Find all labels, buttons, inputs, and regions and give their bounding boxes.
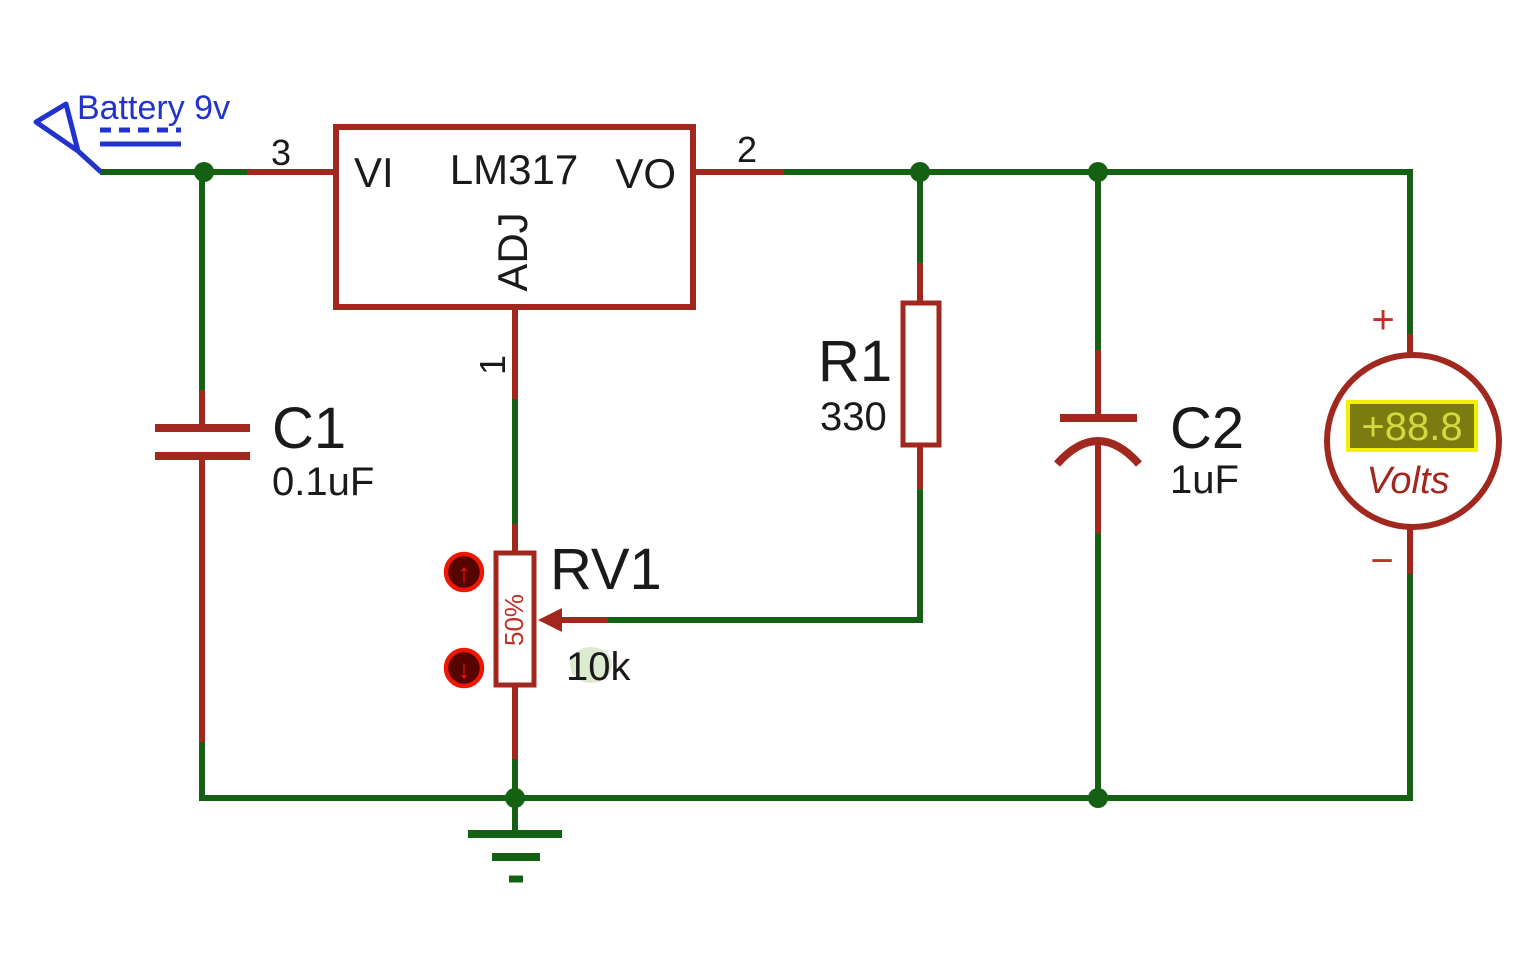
voltmeter-display — [1346, 400, 1478, 452]
c1-value-label: 0.1uF — [272, 460, 374, 504]
capacitor-c2: C2 1uF — [1054, 350, 1244, 533]
c2-plate-curved — [1054, 437, 1142, 467]
voltmeter: +88.8 Volts + − — [1324, 298, 1502, 583]
battery-terminal-arrow — [33, 101, 103, 174]
rv1-increase-button[interactable]: ↑ — [443, 551, 485, 593]
rv1-ref-label: RV1 — [550, 537, 662, 602]
lm317-body — [333, 124, 696, 310]
wire-r1-to-wiper — [605, 486, 923, 623]
rv1-decrease-button[interactable]: ↓ — [443, 647, 485, 689]
pin-label-adj: ADJ — [489, 212, 536, 291]
junction-dot — [910, 162, 930, 182]
rv1-body — [493, 550, 537, 688]
junction-dot — [194, 162, 214, 182]
net-ground — [199, 530, 1413, 801]
junction-dot — [1088, 162, 1108, 182]
down-arrow-icon[interactable]: ↓ — [458, 654, 471, 684]
voltmeter-minus-label: − — [1370, 539, 1393, 583]
rv1-decrease-button-ring[interactable] — [443, 647, 485, 689]
wire-top-right — [782, 169, 1413, 337]
wire-bottom-rail — [199, 572, 1413, 801]
voltmeter-unit-label: Volts — [1366, 460, 1449, 502]
pin-label-vo: VO — [615, 150, 676, 197]
voltmeter-plus-label: + — [1371, 298, 1394, 342]
pin-number-1: 1 — [472, 355, 513, 375]
junction-dot — [505, 788, 525, 808]
c2-ref-label: C2 — [1170, 396, 1244, 461]
pin-number-3: 3 — [271, 132, 291, 173]
resistor-r1: R1 330 — [818, 263, 942, 489]
net-output — [782, 169, 1413, 353]
voltmeter-reading: +88.8 — [1361, 405, 1462, 449]
junction-dots — [194, 162, 1108, 808]
rv1-value-label: 10k — [566, 645, 631, 689]
c1-ref-label: C1 — [272, 396, 346, 461]
rv1-value-highlight — [570, 647, 612, 683]
pin-label-vi: VI — [354, 149, 394, 196]
capacitor-c1: C1 0.1uF — [155, 390, 374, 742]
battery-symbol: Battery 9v — [33, 89, 230, 174]
potentiometer-rv1: 50% ↑ ↓ RV1 10k — [443, 524, 662, 759]
rv1-increase-button-ring[interactable] — [443, 551, 485, 593]
battery-label: Battery 9v — [77, 89, 230, 127]
rv1-wiper-percent: 50% — [499, 594, 529, 646]
r1-value-label: 330 — [820, 395, 887, 439]
pin-number-2: 2 — [737, 129, 757, 170]
lm317-part-label: LM317 — [450, 146, 578, 193]
ground-symbol — [468, 798, 562, 883]
rv1-wiper-arrow — [538, 608, 562, 632]
up-arrow-icon[interactable]: ↑ — [458, 558, 471, 588]
r1-body — [900, 300, 942, 448]
net-adjust — [512, 396, 923, 623]
junction-dot — [1088, 788, 1108, 808]
net-input — [100, 169, 253, 392]
regulator-lm317: VI LM317 VO ADJ 3 2 1 — [247, 124, 784, 399]
r1-ref-label: R1 — [818, 329, 892, 394]
c2-value-label: 1uF — [1170, 458, 1239, 502]
